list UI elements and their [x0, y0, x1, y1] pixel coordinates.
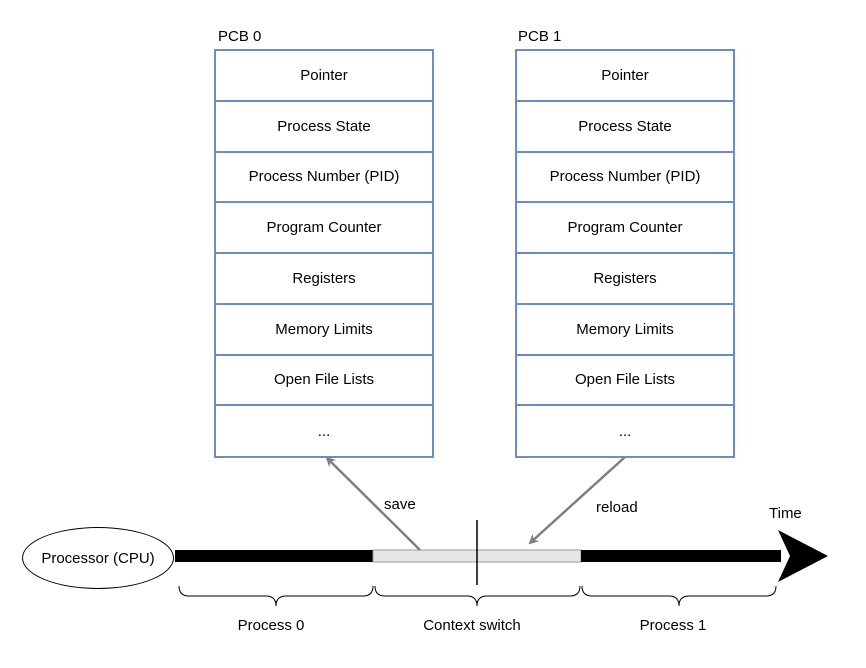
- pcb-1-field: Memory Limits: [517, 305, 733, 356]
- pcb-0-field: ...: [317, 423, 331, 441]
- save-label: save: [384, 496, 416, 513]
- processor-label: Processor (CPU): [41, 549, 155, 567]
- segment-label-context-switch: Context switch: [423, 617, 521, 634]
- pcb-1-field: Process State: [517, 102, 733, 153]
- brace-context-switch: [374, 585, 581, 607]
- process-1-bar: [581, 550, 781, 562]
- pcb-0-field: Open File Lists: [216, 356, 432, 407]
- process-0-bar: [175, 550, 373, 562]
- processor-node: Processor (CPU): [22, 527, 174, 589]
- brace-process-1: [581, 585, 777, 607]
- pcb-0-field: Program Counter: [216, 203, 432, 254]
- reload-arrow: [528, 456, 626, 545]
- reload-label: reload: [596, 499, 638, 516]
- pcb-0-field: Process State: [216, 102, 432, 153]
- pcb-1-field: Pointer: [517, 51, 733, 102]
- pcb-1-field: Program Counter: [517, 203, 733, 254]
- brace-process-0: [178, 585, 374, 607]
- segment-label-process-1: Process 1: [639, 617, 707, 634]
- time-label: Time: [769, 505, 802, 522]
- pcb-1-title: PCB 1: [518, 28, 562, 45]
- segment-label-process-0: Process 0: [237, 617, 305, 634]
- pcb-1-field: ...: [618, 423, 632, 441]
- pcb-1-field: Open File Lists: [517, 356, 733, 407]
- pcb-0-field: Pointer: [216, 51, 432, 102]
- time-arrow-head: [778, 530, 828, 582]
- pcb-0-field: Memory Limits: [216, 305, 432, 356]
- save-arrow: [325, 456, 421, 551]
- pcb-1-field: Process Number (PID): [517, 153, 733, 204]
- pcb-1-field: Registers: [517, 254, 733, 305]
- pcb-0-title: PCB 0: [218, 28, 262, 45]
- pcb-0-field: Registers: [216, 254, 432, 305]
- pcb-0-field: Process Number (PID): [216, 153, 432, 204]
